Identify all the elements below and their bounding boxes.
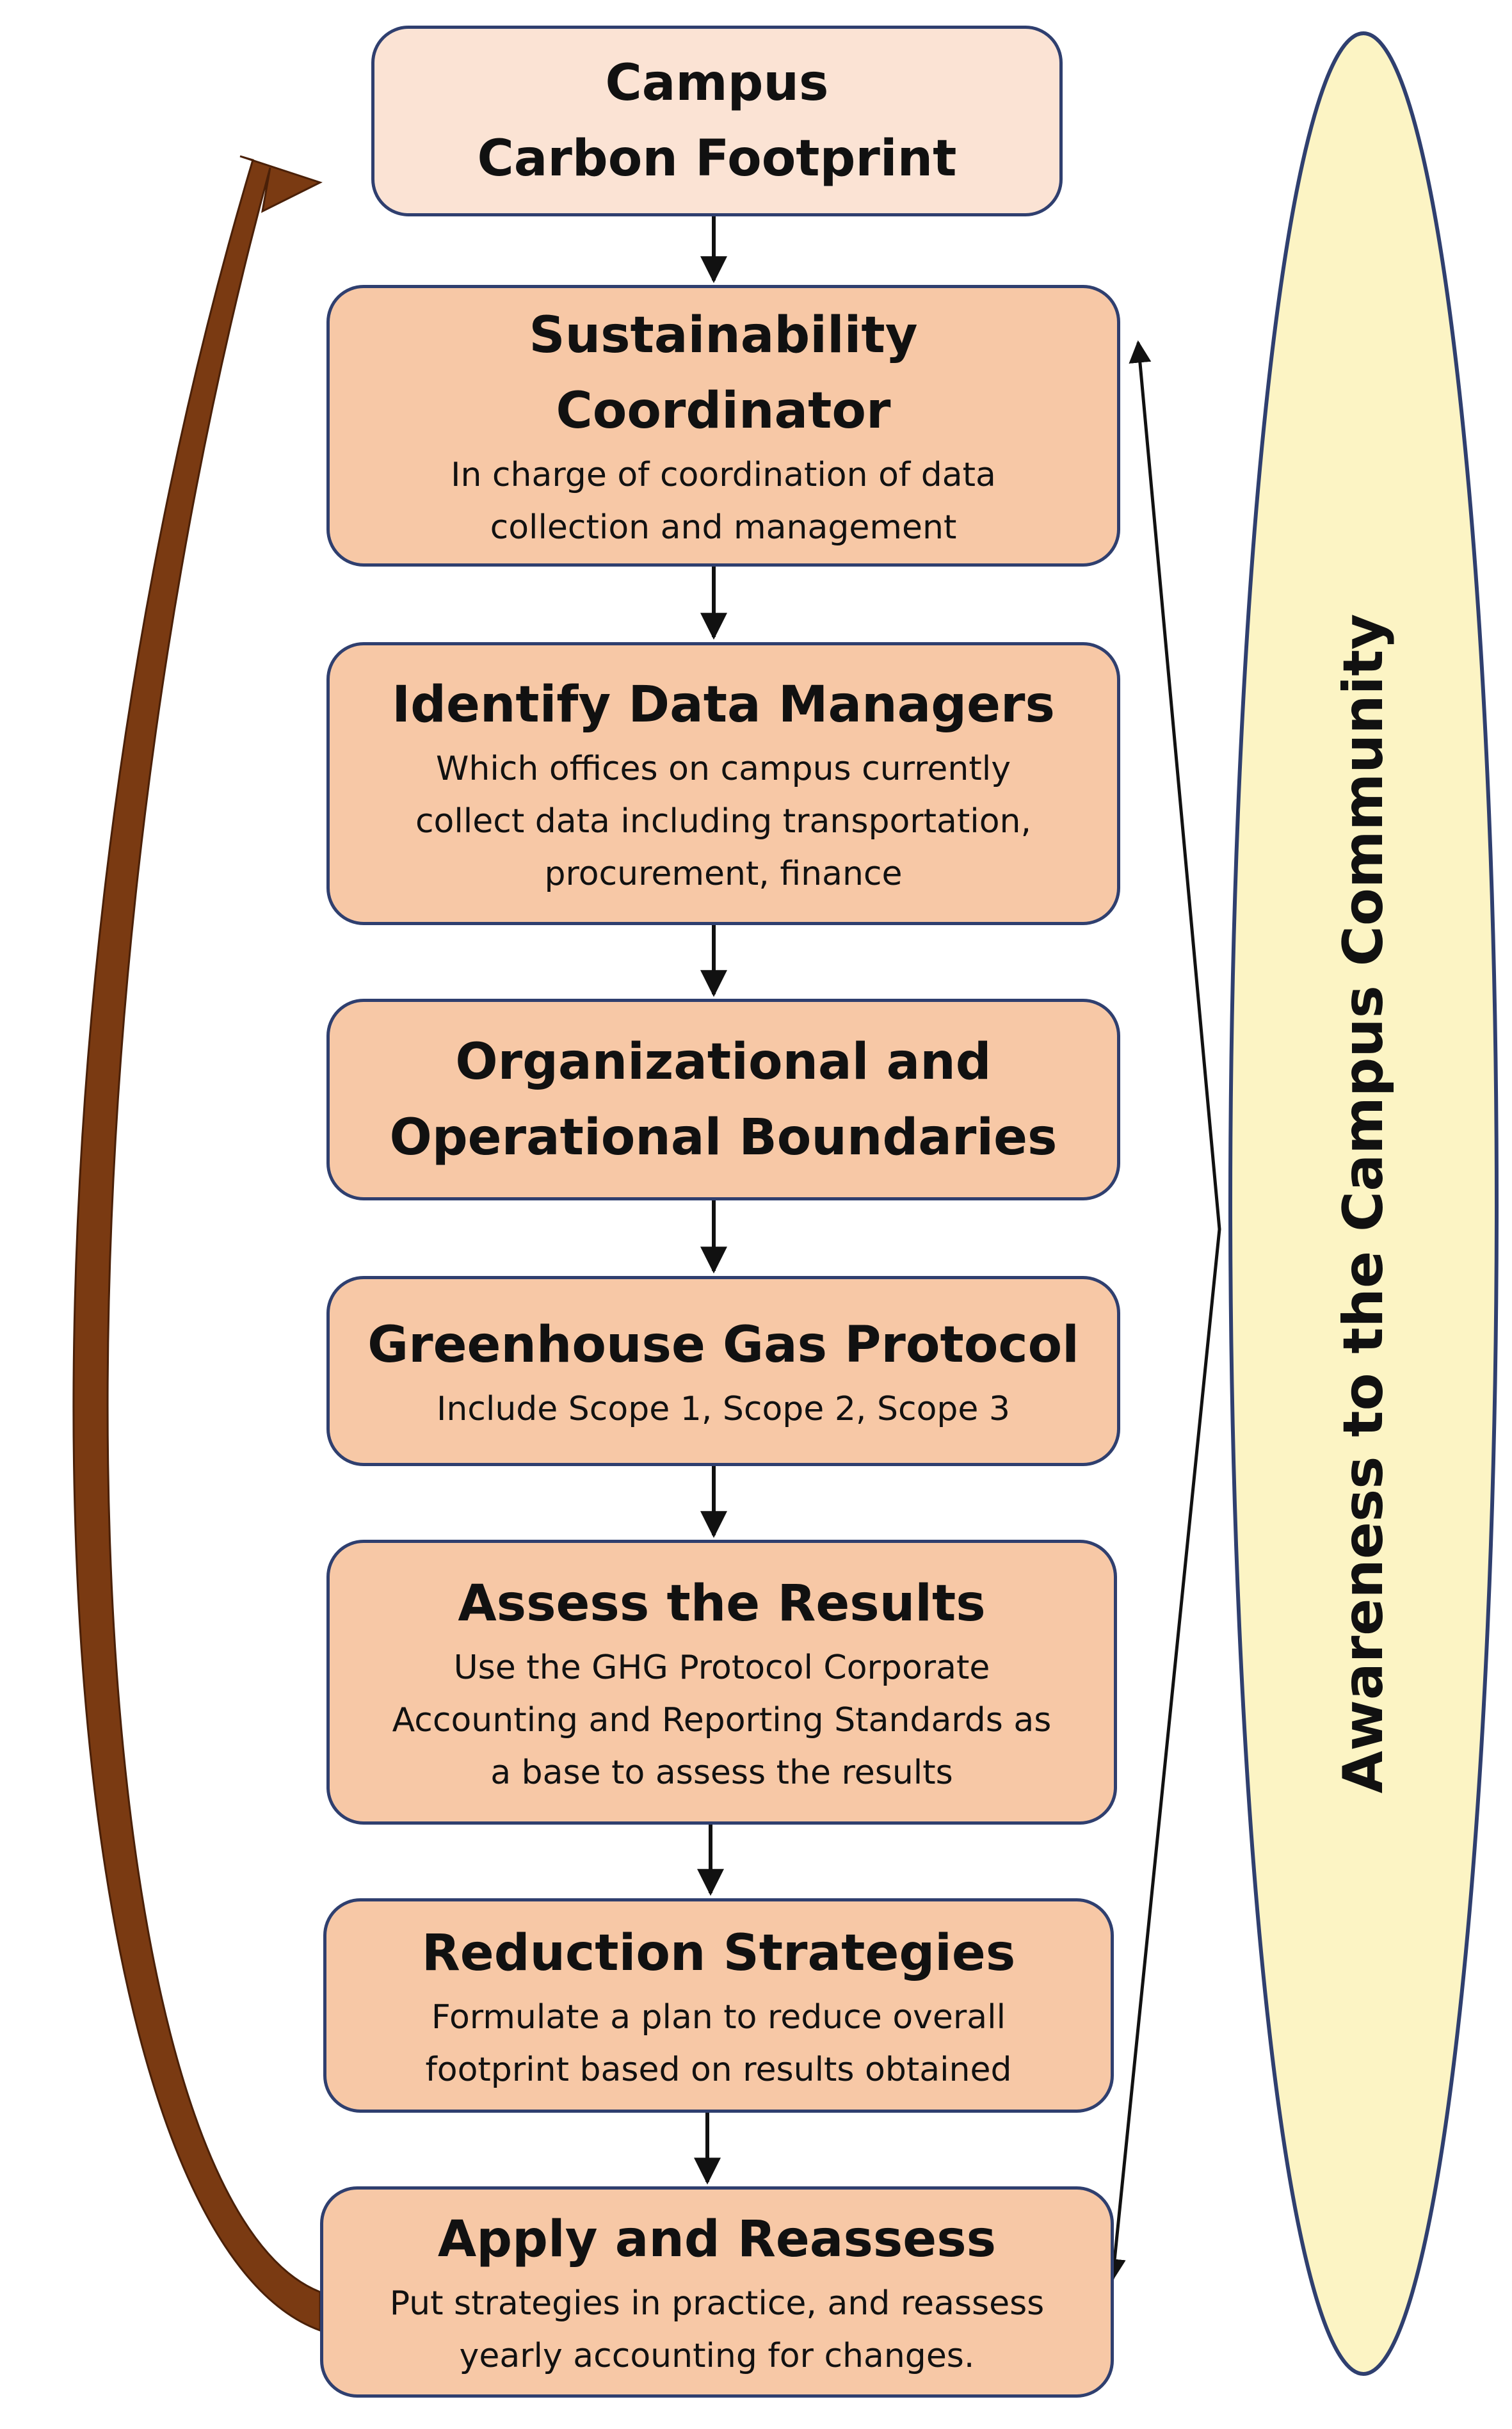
- awareness-label: Awareness to the Campus Community: [1331, 613, 1395, 1794]
- step-organizational-boundaries: Organizational and Operational Boundarie…: [326, 999, 1120, 1200]
- step-title: Apply and Reassess: [437, 2211, 997, 2268]
- step-title: Campus Carbon Footprint: [477, 54, 957, 188]
- curved-feedback-arrow-icon: [72, 155, 323, 2332]
- step-identify-data-managers: Identify Data Managers Which offices on …: [326, 642, 1120, 925]
- step-title: Reduction Strategies: [421, 1924, 1016, 1982]
- connector-arrows: [694, 214, 727, 2185]
- step-sustainability-coordinator: Sustainability Coordinator In charge of …: [326, 285, 1120, 567]
- step-greenhouse-gas-protocol: Greenhouse Gas Protocol Include Scope 1,…: [326, 1276, 1120, 1466]
- step-description: Put strategies in practice, and reassess…: [389, 2284, 1045, 2375]
- step-description: Use the GHG Protocol Corporate Accountin…: [392, 1648, 1052, 1792]
- step-campus-carbon-footprint: Campus Carbon Footprint: [371, 26, 1063, 216]
- step-assess-the-results: Assess the Results Use the GHG Protocol …: [326, 1540, 1117, 1825]
- step-description: Which offices on campus currently collec…: [415, 750, 1032, 893]
- step-apply-and-reassess: Apply and Reassess Put strategies in pra…: [320, 2186, 1114, 2398]
- step-title: Identify Data Managers: [392, 676, 1055, 734]
- double-headed-arrow-icon: [1103, 340, 1221, 2282]
- step-description: In charge of coordination of data collec…: [451, 456, 996, 547]
- step-title: Organizational and Operational Boundarie…: [389, 1033, 1058, 1166]
- step-reduction-strategies: Reduction Strategies Formulate a plan to…: [323, 1898, 1114, 2113]
- step-title: Greenhouse Gas Protocol: [367, 1316, 1079, 1374]
- step-title: Assess the Results: [458, 1574, 986, 1633]
- step-description: Include Scope 1, Scope 2, Scope 3: [436, 1389, 1010, 1428]
- awareness-ellipse: [1228, 31, 1499, 2376]
- step-description: Formulate a plan to reduce overall footp…: [425, 1997, 1012, 2089]
- step-title: Sustainability Coordinator: [529, 307, 918, 440]
